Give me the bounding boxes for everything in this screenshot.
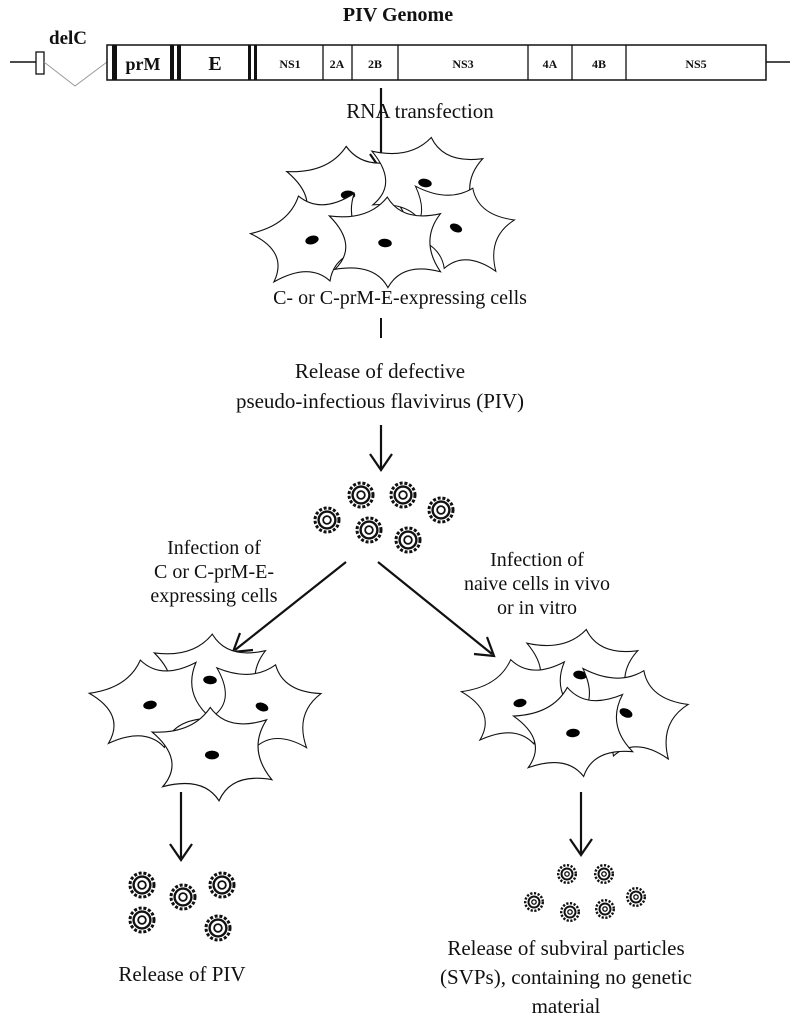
virion-icon — [204, 914, 232, 942]
piv-genome: PIV Genome delC prM E NS1 2A 2B NS3 4A 4… — [10, 4, 790, 87]
piv-cluster-center — [313, 481, 455, 554]
segment-e: E — [208, 53, 221, 75]
arrow-icon — [369, 425, 393, 472]
segment-prm: prM — [126, 54, 161, 74]
virion-icon — [128, 871, 156, 899]
delc-deletion-line — [43, 61, 108, 87]
virion-icon — [208, 871, 236, 899]
release-piv-label: Release of PIV — [118, 962, 245, 986]
segment-4a: 4A — [543, 57, 558, 71]
virion-icon — [427, 496, 455, 524]
infection-left-line3: expressing cells — [150, 585, 277, 607]
release-svp-line1: Release of subviral particles — [447, 936, 684, 960]
virion-icon — [128, 906, 156, 934]
release-defective-line2: pseudo-infectious flavivirus (PIV) — [236, 389, 524, 413]
arrow-icon — [377, 561, 496, 658]
release-svp-line2: (SVPs), containing no genetic — [440, 965, 692, 989]
svp-icon — [559, 901, 581, 923]
svp-icon — [593, 863, 615, 885]
arrow-icon — [169, 792, 193, 862]
infection-left-line1: Infection of — [167, 537, 261, 559]
release-svp-line3: material — [532, 994, 601, 1018]
infection-left-line2: C or C-prM-E- — [154, 561, 274, 583]
virion-icon — [355, 516, 383, 544]
svp-icon — [594, 898, 616, 920]
band-2 — [170, 45, 174, 80]
band-1 — [112, 45, 117, 80]
band-5 — [254, 45, 257, 80]
segment-2a: 2A — [330, 57, 345, 71]
band-3 — [177, 45, 181, 80]
infection-right-line3: or in vitro — [497, 597, 577, 619]
arrow-icon — [569, 792, 593, 857]
virion-icon — [169, 883, 197, 911]
genome-box — [106, 44, 767, 81]
virion-icon — [313, 506, 341, 534]
svp-cluster-right — [523, 863, 647, 923]
piv-cluster-left — [128, 871, 236, 942]
svp-icon — [556, 863, 578, 885]
infection-right-line1: Infection of — [490, 549, 584, 571]
genome-title: PIV Genome — [343, 4, 453, 26]
svp-icon — [523, 891, 545, 913]
cell-cluster-top — [243, 127, 525, 299]
delc-label: delC — [49, 28, 87, 49]
delc-stub — [35, 51, 45, 75]
cell-cluster-right — [456, 619, 699, 783]
segment-2b: 2B — [368, 57, 382, 71]
segment-ns1: NS1 — [279, 57, 300, 71]
segment-4b: 4B — [592, 57, 606, 71]
cell-cluster-left — [84, 628, 331, 802]
rna-transfection-label: RNA transfection — [346, 99, 494, 123]
band-4 — [248, 45, 251, 80]
release-defective-line1: Release of defective — [295, 359, 465, 383]
infection-right-line2: naive cells in vivo — [464, 573, 610, 595]
segment-ns3: NS3 — [452, 57, 473, 71]
segment-ns5: NS5 — [685, 57, 706, 71]
virion-icon — [389, 481, 417, 509]
svp-icon — [625, 886, 647, 908]
expressing-cells-label: C- or C-prM-E-expressing cells — [273, 287, 527, 309]
virion-icon — [394, 526, 422, 554]
virion-icon — [347, 481, 375, 509]
